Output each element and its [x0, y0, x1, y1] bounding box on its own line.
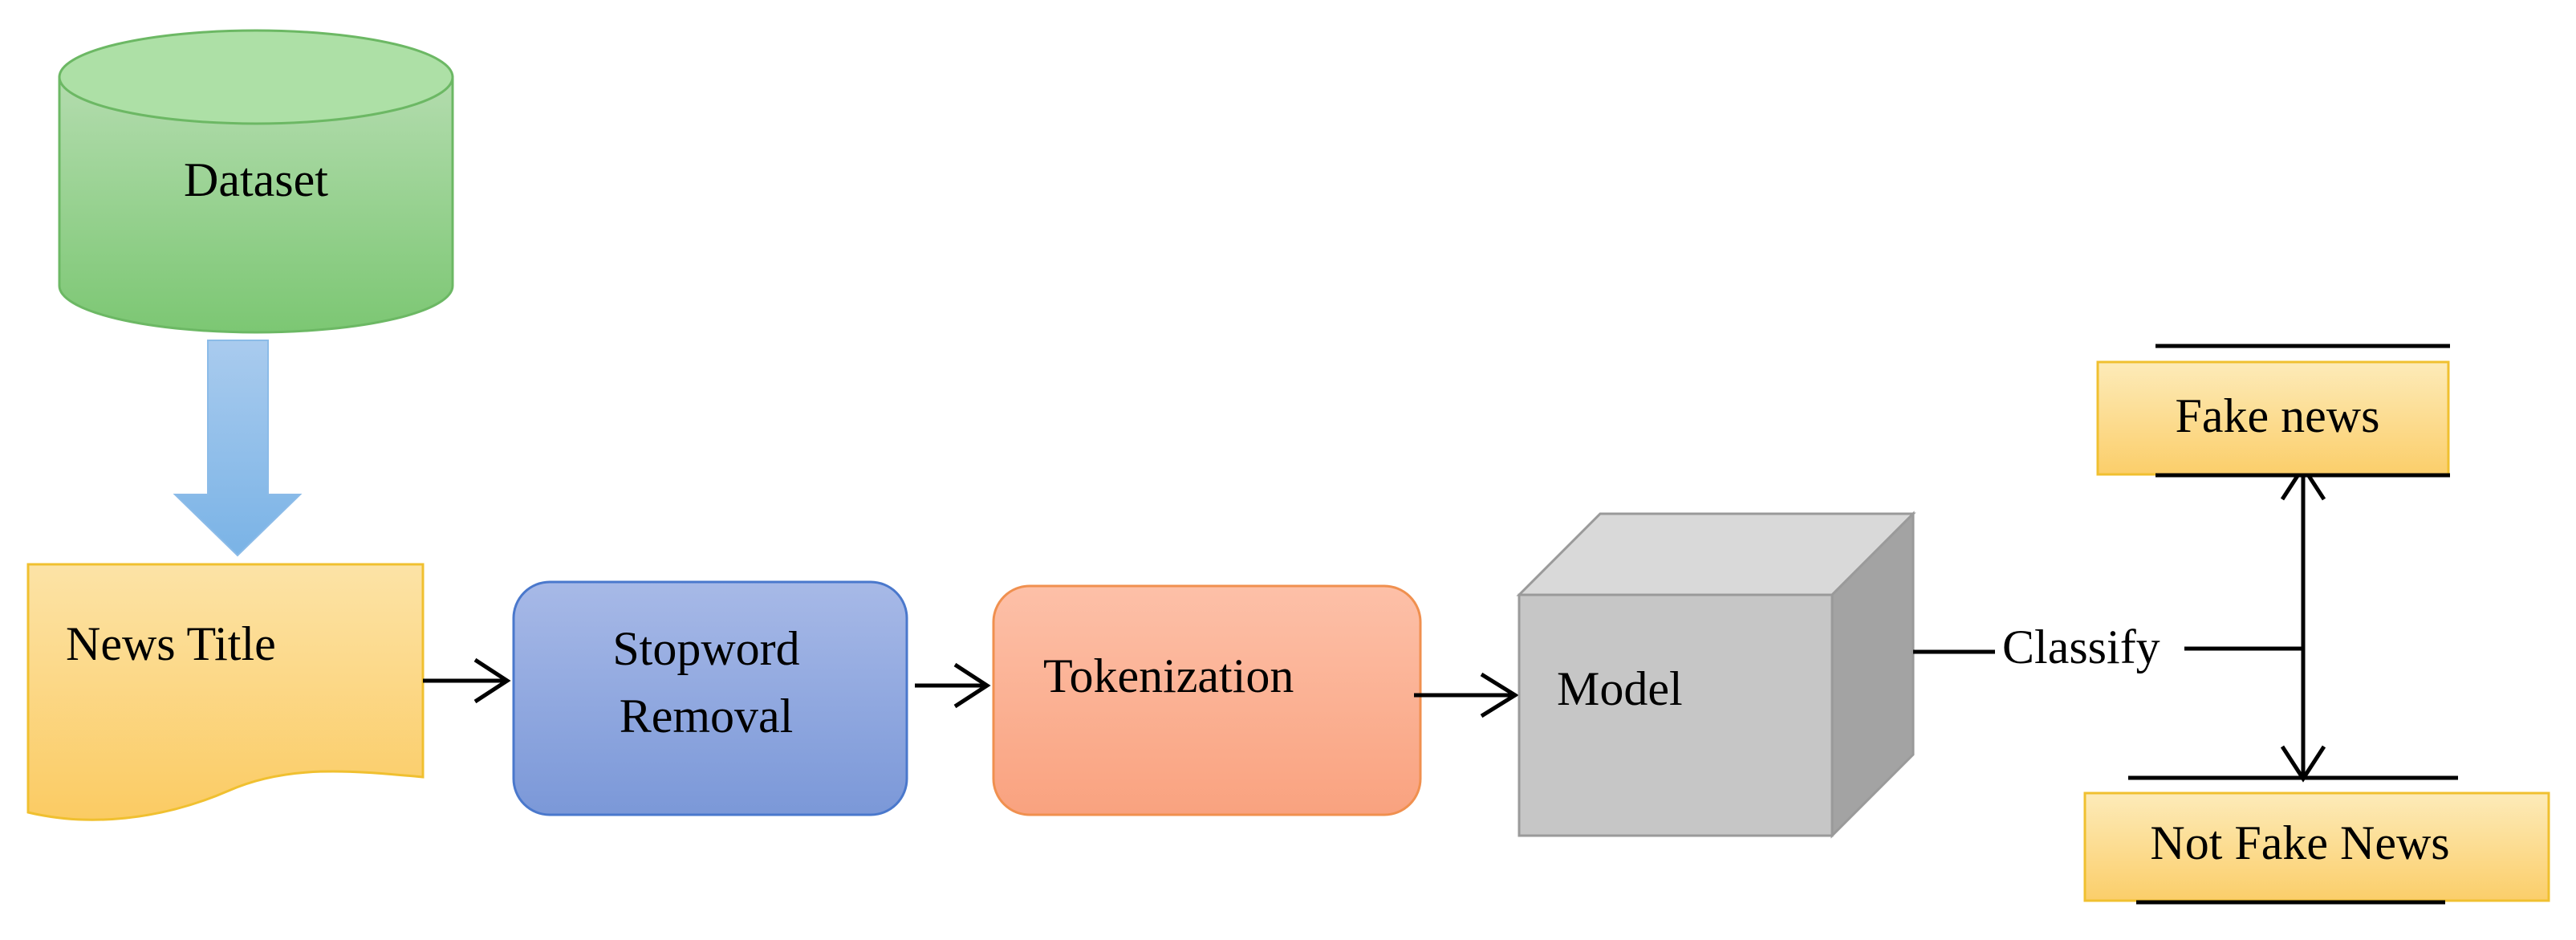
stopword-removal-node: Stopword Removal: [512, 580, 908, 816]
not-fake-news-node: Not Fake News: [2083, 775, 2550, 905]
model-node: Model: [1516, 511, 1916, 839]
dataset-node: Dataset: [58, 29, 454, 334]
dataset-to-news-title-arrow: [173, 340, 303, 557]
stopword-removal-label-line2: Removal: [620, 690, 794, 743]
news-title-node: News Title: [26, 563, 425, 821]
model-label: Model: [1557, 662, 1683, 715]
dataset-cylinder-top: [58, 29, 454, 125]
dataset-cylinder-body: [58, 75, 454, 334]
tokenization-box: [992, 584, 1422, 816]
news-title-document-shape: [26, 563, 425, 821]
not-fake-news-label: Not Fake News: [2150, 816, 2449, 869]
stopword-removal-box: [512, 580, 908, 816]
stopword-to-tokenization-arrow: [915, 662, 991, 709]
fake-news-node: Fake news: [2096, 344, 2450, 478]
model-box-front: [1518, 593, 1834, 837]
fake-news-label: Fake news: [2176, 389, 2380, 442]
tokenization-to-model-arrow: [1414, 672, 1519, 718]
tokenization-label: Tokenization: [1043, 649, 1294, 702]
classify-connector: Classify: [1913, 463, 2326, 783]
classify-label: Classify: [2002, 621, 2160, 673]
stopword-removal-label-line1: Stopword: [612, 622, 799, 675]
news-title-label: News Title: [66, 617, 276, 670]
fake-news-box: [2096, 360, 2450, 476]
news-title-to-stopword-arrow: [423, 657, 511, 704]
tokenization-node: Tokenization: [992, 584, 1422, 816]
dataset-label: Dataset: [184, 153, 328, 206]
